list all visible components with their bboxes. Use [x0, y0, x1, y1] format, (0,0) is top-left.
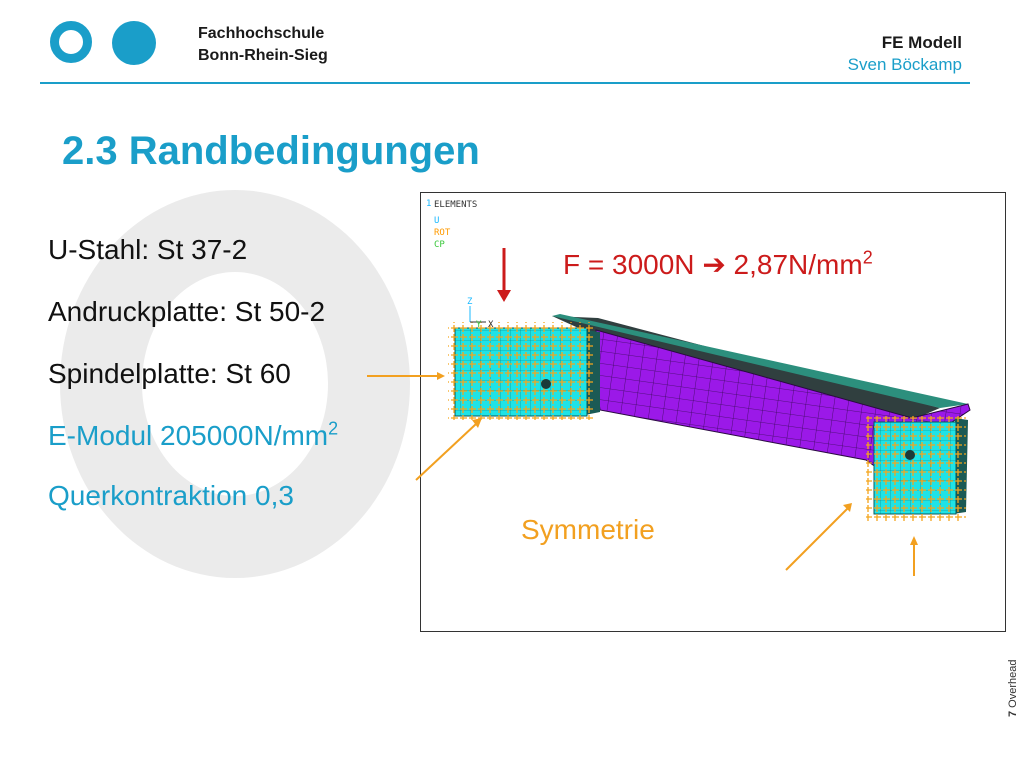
left-plate-center-node — [541, 379, 551, 389]
axis-y-label: Y — [476, 320, 482, 330]
legend-u: U — [434, 216, 440, 226]
axis-z-label: Z — [467, 297, 473, 307]
page-label: Overhead — [1007, 659, 1019, 711]
school-name-line2: Bonn-Rhein-Sieg — [198, 47, 328, 64]
page-footer: 7 Overhead — [1007, 660, 1019, 718]
right-plate-center-node — [905, 450, 915, 460]
emodul-text: E-Modul 205000N/mm — [48, 420, 329, 451]
spec-u-stahl: U-Stahl: St 37-2 — [48, 234, 248, 265]
right-plate-constraints — [866, 416, 966, 522]
axis-x-label: X — [488, 320, 494, 330]
header-info: FE Modell Sven Böckamp — [848, 32, 962, 76]
beam-top-face — [552, 316, 940, 420]
slide-title: 2.3 Randbedingungen — [62, 129, 480, 173]
pointer-spindelplatte-head — [437, 372, 445, 380]
school-name-line1: Fachhochschule — [198, 25, 325, 42]
force-exponent: 2 — [862, 247, 873, 268]
pointer-symmetry-right-head — [843, 503, 852, 512]
presentation-title: FE Modell — [881, 33, 962, 52]
force-annotation: F = 3000N ➔ 2,87N/mm2 — [563, 248, 873, 282]
spec-emodul: E-Modul 205000N/mm2 — [48, 419, 338, 453]
plot-window-number: 1 — [426, 199, 432, 209]
force-text: F = 3000N — [563, 249, 703, 280]
symmetry-label: Symmetrie — [521, 514, 655, 545]
header-divider — [40, 82, 970, 84]
force-arrow-head — [497, 290, 511, 302]
logo-ring-icon — [50, 21, 92, 63]
spec-andruckplatte: Andruckplatte: St 50-2 — [48, 296, 326, 327]
pointer-symmetry-left — [415, 423, 477, 481]
author-name: Sven Böckamp — [847, 55, 962, 74]
plot-legend: ELEMENTS U ROT CP — [434, 199, 477, 251]
spec-querkontraktion: Querkontraktion 0,3 — [48, 480, 294, 511]
logo-dot-icon — [112, 21, 156, 65]
arrow-right-icon: ➔ — [702, 249, 726, 280]
pointer-symmetry-left-head — [472, 418, 482, 428]
spec-spindelplatte: Spindelplatte: St 60 — [48, 358, 291, 389]
legend-rot: ROT — [434, 228, 451, 238]
force-value: 2,87N/mm — [725, 249, 863, 280]
beam-top-surface — [552, 314, 968, 408]
pointer-right-plate-head — [910, 536, 918, 545]
left-plate-constraints — [448, 322, 594, 420]
school-name: Fachhochschule Bonn-Rhein-Sieg — [198, 23, 328, 67]
legend-cp: CP — [434, 240, 445, 250]
emodul-exponent: 2 — [328, 418, 339, 439]
pointer-symmetry-right — [785, 507, 849, 571]
page-number: 7 — [1007, 710, 1019, 717]
legend-elements: ELEMENTS — [434, 200, 478, 210]
